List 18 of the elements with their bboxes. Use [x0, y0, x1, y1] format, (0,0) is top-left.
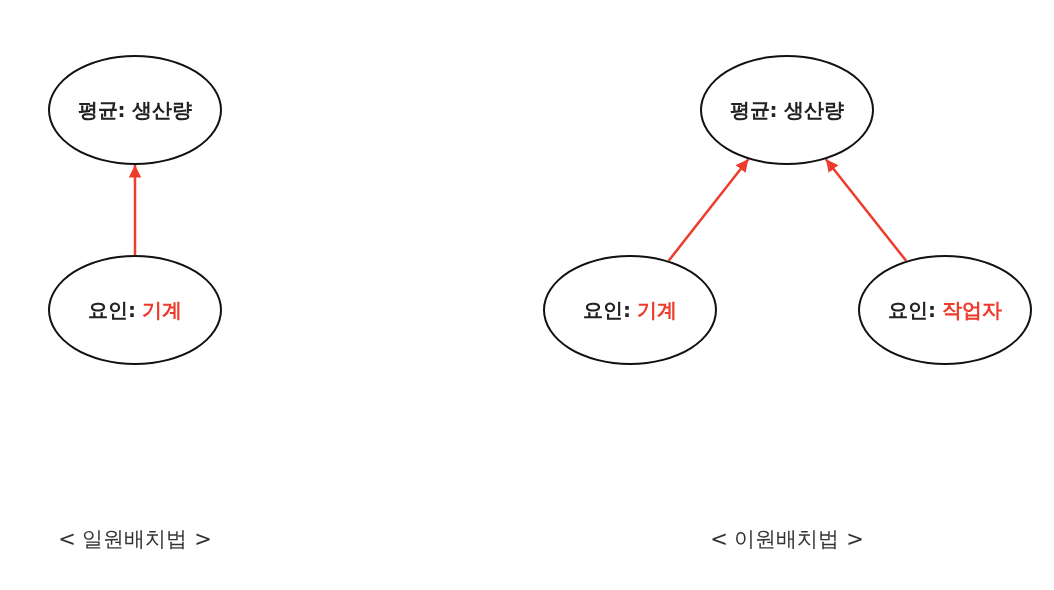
ellipse-node [858, 255, 1032, 365]
ellipse-node [700, 55, 874, 165]
node-text: 요인: [888, 296, 936, 324]
node-text: 평균: 생산량 [77, 96, 193, 124]
caption-text: < 일원배치법 > [58, 526, 212, 553]
node-text: 요인: [88, 296, 136, 324]
highlighted-text: 기계 [637, 296, 677, 324]
node-text: 요인: [583, 296, 631, 324]
arrow [667, 158, 750, 262]
highlighted-text: 작업자 [942, 296, 1002, 324]
node-text: 평균: 생산량 [729, 96, 845, 124]
arrow [128, 165, 142, 255]
ellipse-node [48, 55, 222, 165]
caption-text: < 이원배치법 > [710, 526, 864, 553]
ellipse-node [48, 255, 222, 365]
arrow [824, 158, 908, 262]
highlighted-text: 기계 [142, 296, 182, 324]
ellipse-node [543, 255, 717, 365]
